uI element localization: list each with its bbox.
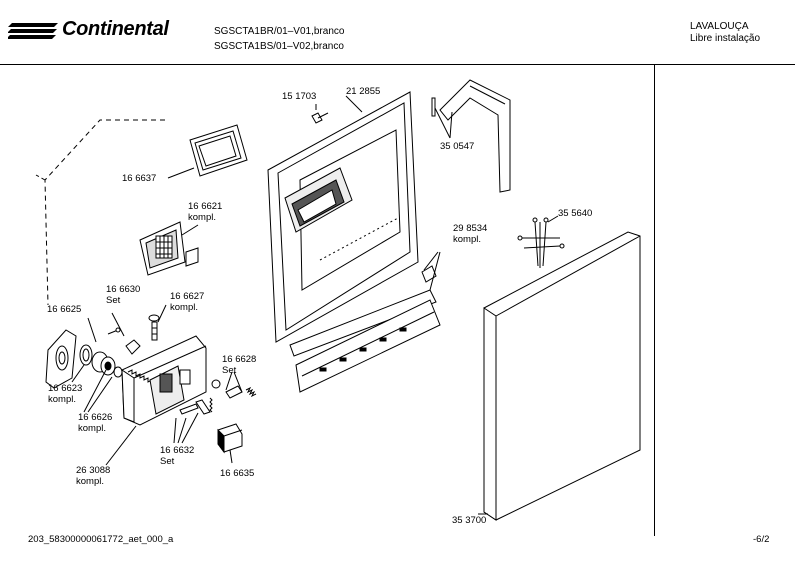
category-title: LAVALOUÇA xyxy=(690,21,749,32)
spring-lever-set-part xyxy=(211,379,257,399)
dispenser-cover-part xyxy=(139,221,199,276)
part-label-15-1703: 15 1703 xyxy=(282,91,317,102)
seal-ring-part xyxy=(79,344,93,366)
side-divider xyxy=(654,64,655,536)
category-subtitle: Libre instalação xyxy=(690,33,761,44)
handle-bezel-part xyxy=(45,329,77,389)
dispenser-housing-part xyxy=(121,335,207,426)
valve-part xyxy=(148,314,160,341)
pin-set-part xyxy=(107,327,141,355)
part-label-16-6635: 16 6635 xyxy=(220,468,255,479)
cable-tie-bundle-part xyxy=(517,217,565,268)
header-divider xyxy=(0,64,795,65)
assembly-dashed-line xyxy=(44,119,165,306)
brand-name: Continental xyxy=(62,18,169,40)
part-label-35-3700: 35 3700 xyxy=(452,515,487,526)
outer-door-panel xyxy=(483,231,641,521)
knob-part xyxy=(91,351,123,378)
dashed-line-stub xyxy=(35,174,46,181)
model-line-2: SGSCTA1BS/01–V02,branco xyxy=(214,41,344,52)
continental-logo-icon xyxy=(8,23,58,39)
gasket-frame-part xyxy=(189,124,248,177)
model-line-1: SGSCTA1BR/01–V01,branco xyxy=(214,26,345,37)
lever-set-part xyxy=(179,397,213,415)
part-label-21-2855: 21 2855 xyxy=(346,86,381,97)
screw-part xyxy=(311,112,329,124)
hinge-bracket-part xyxy=(431,79,511,193)
door-trim-strip-part xyxy=(289,265,441,393)
part-label-35-0547: 35 0547 xyxy=(440,141,475,152)
part-label-35-5640: 35 5640 xyxy=(558,208,593,219)
micro-switch-part xyxy=(217,423,243,454)
part-label-16-6637: 16 6637 xyxy=(122,173,157,184)
document-id: 203_58300000061772_aet_000_a xyxy=(28,534,174,545)
inner-door-panel xyxy=(267,91,419,343)
part-label-16-6625: 16 6625 xyxy=(47,304,82,315)
page-number: -6/2 xyxy=(753,534,770,545)
leader-lines xyxy=(71,95,559,515)
